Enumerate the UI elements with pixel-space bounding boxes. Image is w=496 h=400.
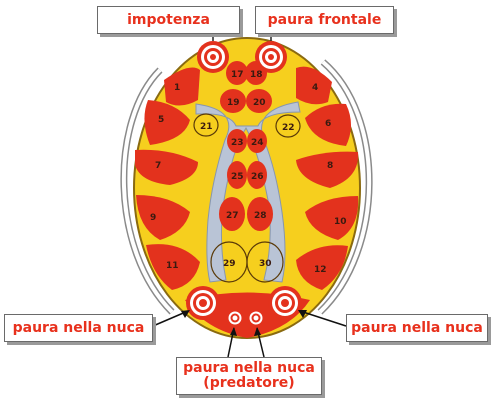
zone-12 [296, 245, 348, 290]
zone-label-9: 9 [150, 213, 156, 223]
zone-27 [219, 197, 245, 231]
zone-6 [305, 103, 351, 146]
zone-26 [247, 161, 267, 189]
arrow-nuca-left [152, 310, 189, 327]
zone-label-24: 24 [251, 138, 264, 148]
left-bracket-inner [121, 68, 174, 314]
zone-label-20: 20 [253, 98, 266, 108]
ventricle [195, 101, 301, 283]
label-impotenza-text: impotenza [127, 11, 210, 28]
target-impotenza-icon [197, 41, 229, 73]
zone-1 [164, 67, 200, 106]
target-nuca-left-icon [186, 286, 220, 320]
zone-21 [193, 113, 219, 137]
zone-7 [135, 149, 198, 185]
zone-11 [146, 244, 200, 290]
zone-label-28: 28 [254, 211, 267, 221]
zone-9 [136, 195, 190, 240]
zone-20 [246, 89, 272, 113]
zone-label-27: 27 [226, 211, 239, 221]
zone-label-17: 17 [231, 70, 244, 80]
label-paura-predatore-line2: (predatore) [203, 375, 295, 391]
zone-label-12: 12 [314, 265, 327, 275]
arrow-predatore-right-head [254, 327, 261, 336]
label-paura-nuca-left-text: paura nella nuca [12, 319, 145, 336]
zone-5 [144, 100, 190, 145]
zone-22 [275, 114, 301, 138]
arrow-nuca-right-head [298, 310, 307, 318]
label-paura-frontale: paura frontale [255, 6, 394, 34]
zone-label-8: 8 [327, 161, 333, 171]
zone-label-30: 30 [259, 259, 272, 269]
zone-label-4: 4 [312, 83, 318, 93]
zone-label-22: 22 [282, 123, 295, 133]
zone-label-23: 23 [231, 138, 244, 148]
zone-28 [247, 197, 273, 231]
zone-24 [247, 129, 267, 153]
arrow-predatore-left-head [230, 327, 237, 336]
zone-label-6: 6 [325, 119, 331, 129]
target-frontale-icon [255, 41, 287, 73]
zone-label-18: 18 [250, 70, 263, 80]
target-predatore-left-icon [226, 309, 244, 327]
zone-8 [296, 151, 359, 188]
zone-25 [227, 161, 247, 189]
label-paura-nuca-left: paura nella nuca [4, 314, 153, 342]
label-paura-predatore-line1: paura nella nuca [183, 360, 315, 377]
zone-label-25: 25 [231, 172, 244, 182]
zone-4 [296, 66, 332, 105]
zone-30 [246, 241, 284, 283]
target-predatore-right-icon [247, 309, 265, 327]
label-impotenza: impotenza [97, 6, 240, 34]
zone-label-5: 5 [158, 115, 164, 125]
arrow-nuca-left-head [181, 310, 190, 318]
zone-10 [305, 196, 359, 240]
label-paura-frontale-text: paura frontale [267, 11, 382, 28]
zone-label-26: 26 [251, 172, 264, 182]
zone-label-29: 29 [223, 259, 236, 269]
zone-label-19: 19 [227, 98, 240, 108]
label-paura-predatore: paura nella nuca (predatore) [176, 357, 322, 395]
zone-label-7: 7 [155, 161, 161, 171]
zone-label-1: 1 [174, 83, 180, 93]
zone-23 [227, 129, 247, 153]
label-paura-nuca-right: paura nella nuca [346, 314, 488, 342]
right-bracket-inner [318, 60, 372, 314]
zone-label-10: 10 [334, 217, 347, 227]
target-nuca-right-icon [268, 286, 302, 320]
zone-label-21: 21 [200, 122, 213, 132]
zone-17 [226, 61, 248, 85]
arrow-nuca-right [299, 310, 347, 327]
zone-19 [220, 89, 246, 113]
label-paura-nuca-right-text: paura nella nuca [351, 319, 483, 336]
zone-label-11: 11 [166, 261, 179, 271]
